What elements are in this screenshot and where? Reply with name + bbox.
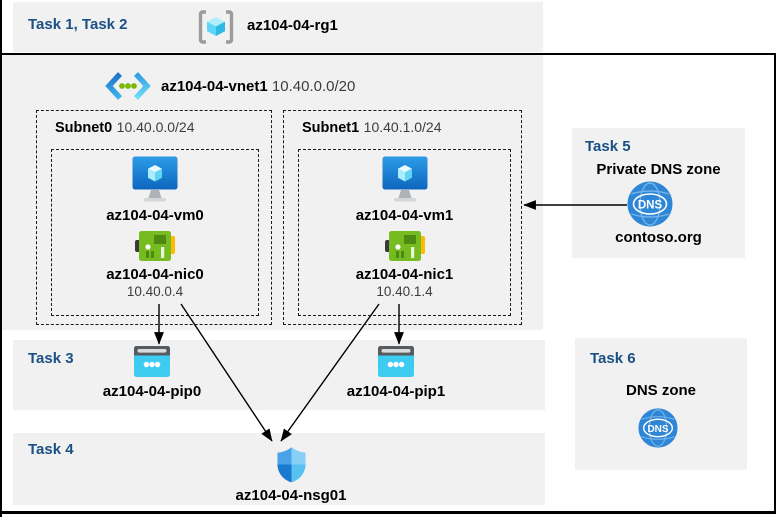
task-5-label: Task 5 xyxy=(585,138,631,155)
subnet1-vm-group: az104-04-vm1 az104-04-nic1 10.40.1.4 xyxy=(298,149,511,316)
resource-group-name: az104-04-rg1 xyxy=(247,17,338,34)
virtual-machine-icon xyxy=(382,156,427,202)
vnet-name: az104-04-vnet1 xyxy=(161,77,268,95)
nic-name: az104-04-nic0 xyxy=(106,266,204,283)
vnet-header: az104-04-vnet1 10.40.0.0/20 xyxy=(105,71,355,101)
resource-group-icon xyxy=(198,10,234,44)
subnet0-name: Subnet0 xyxy=(55,120,113,136)
dns-zone-title: DNS zone xyxy=(625,382,696,399)
virtual-network-icon xyxy=(105,72,151,100)
task-6-label: Task 6 xyxy=(590,350,636,367)
dns-zone-icon: DNS xyxy=(627,181,673,227)
subnet0-vm-group: az104-04-vm0 az104-04-nic0 10.40.0.4 xyxy=(51,149,259,316)
subnet1-title: Subnet1 10.40.1.0/24 xyxy=(302,119,442,137)
task-5-panel: Task 5 Private DNS zone DNS contoso.org xyxy=(572,128,745,258)
dns-icon-text: DNS xyxy=(647,424,668,435)
public-ip-icon xyxy=(134,346,170,377)
task-4-panel: Task 4 az104-04-nsg01 xyxy=(13,433,545,505)
task-6-panel: Task 6 DNS zone DNS xyxy=(575,338,747,470)
public-ip-name: az104-04-pip0 xyxy=(102,383,202,400)
nsg-name: az104-04-nsg01 xyxy=(235,487,347,504)
diagram-frame xyxy=(0,53,776,514)
vm-name: az104-04-vm1 xyxy=(355,207,454,224)
subnet0-title: Subnet0 10.40.0.0/24 xyxy=(55,119,195,137)
virtual-machine-icon xyxy=(132,156,178,202)
subnet1-prefix: 10.40.1.0/24 xyxy=(363,119,442,135)
subnet0-box: Subnet0 10.40.0.0/24 az xyxy=(36,110,272,325)
task-3-label: Task 3 xyxy=(28,350,74,367)
vm-name: az104-04-vm0 xyxy=(106,207,204,224)
nsg-shield-icon xyxy=(276,447,306,483)
vnet-panel: az104-04-vnet1 10.40.0.0/20 Subnet0 10.4… xyxy=(2,55,543,330)
task-1-2-label: Task 1, Task 2 xyxy=(28,16,128,33)
nic-private-ip: 10.40.1.4 xyxy=(376,284,433,299)
subnet1-name: Subnet1 xyxy=(302,120,360,136)
public-ip-1: az104-04-pip1 xyxy=(326,346,466,400)
public-ip-icon xyxy=(378,346,414,377)
public-ip-0: az104-04-pip0 xyxy=(82,346,222,400)
task-1-2-panel: Task 1, Task 2 az104-04-rg1 xyxy=(13,2,543,52)
vnet-address-space: 10.40.0.0/20 xyxy=(271,77,356,95)
private-dns-zone-name: contoso.org xyxy=(615,229,702,246)
subnet0-prefix: 10.40.0.0/24 xyxy=(116,119,195,135)
dns-zone-icon: DNS xyxy=(638,408,678,448)
task-3-panel: Task 3 az104-04-pip0 az104-04-pip1 xyxy=(13,340,545,410)
task-4-label: Task 4 xyxy=(28,441,74,458)
nic-private-ip: 10.40.0.4 xyxy=(126,284,184,299)
public-ip-name: az104-04-pip1 xyxy=(346,383,446,400)
network-interface-icon xyxy=(384,231,425,261)
private-dns-zone-title: Private DNS zone xyxy=(596,161,721,178)
subnet1-box: Subnet1 10.40.1.0/24 az xyxy=(283,110,522,325)
network-interface-icon xyxy=(135,231,175,261)
nsg-group: az104-04-nsg01 xyxy=(207,446,375,504)
nic-name: az104-04-nic1 xyxy=(355,266,454,283)
dns-icon-text: DNS xyxy=(638,200,663,212)
